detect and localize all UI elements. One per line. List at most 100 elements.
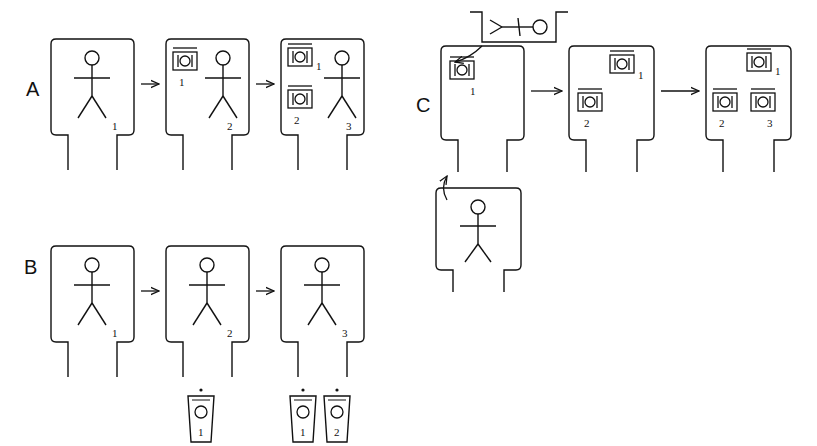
icon-side [468,64,469,76]
cup-circle [331,406,343,418]
room-border [166,246,249,377]
leg [207,303,221,325]
icon-frame [713,93,737,111]
icon-frame [751,93,775,111]
monitor-icon [578,89,602,111]
icon-side [292,93,293,105]
icon-side [769,96,770,108]
icon-frame [610,55,634,73]
icon-bar [713,88,737,89]
arms [74,77,110,78]
icon-bar [578,88,602,89]
room-outline [50,38,135,170]
icon-side [454,64,455,76]
arms [205,77,241,78]
icon-circle [295,52,305,62]
leg [223,96,237,118]
leg [78,303,92,325]
icon-bar [288,85,312,86]
icon-frame [747,53,771,71]
room-outline [440,45,525,172]
icon-side [191,55,192,67]
cup-border [188,396,214,442]
room-outline [50,245,135,377]
monitor-icon [450,57,474,79]
leg [328,96,342,118]
callout-number: 3 [342,327,348,339]
body [91,65,92,96]
room-border [281,246,364,377]
arms [304,284,340,285]
icon-side [292,51,293,63]
callout-number: 2 [227,327,233,339]
icon-frame [173,52,197,70]
panel-letter: C [416,94,430,116]
icon-circle [720,97,730,107]
leg [322,303,336,325]
room-cell: 1 [50,245,135,377]
icon-circle [758,97,768,107]
icon-side [751,56,752,68]
monitor-icon [173,48,197,70]
room-outline [165,38,250,170]
head [335,51,349,65]
stick-figure [74,258,110,325]
icon-side [628,58,629,70]
room-border [569,46,654,172]
dot [301,388,304,391]
body [321,272,322,303]
body [206,272,207,303]
icon-frame [450,61,474,79]
leg [92,96,106,118]
cup-container: 2 [322,388,352,444]
room-cell: 123 [705,45,792,172]
icon-side [306,51,307,63]
panel-letter: A [26,78,39,100]
room-cell: 2 [165,245,250,377]
room-outline [165,245,250,377]
callout-number: 1 [638,69,644,81]
icon-frame [288,48,312,66]
flow-arrow [531,90,562,91]
room-outline [280,38,365,170]
cup-container: 1 [288,388,318,444]
icon-side [755,96,756,108]
leg [78,96,92,118]
monitor-icon [751,89,775,111]
callout-number: 2 [227,120,233,132]
callout-number: 1 [300,426,306,438]
callout-number: 1 [112,120,118,132]
flow-arrow [256,83,274,84]
flow-arrow [661,90,699,91]
head [315,258,329,272]
panel-letter: B [24,256,37,278]
body [91,272,92,303]
flow-arrow [256,290,274,291]
icon-bar [450,56,474,57]
room-border [281,39,364,170]
room-outline [280,245,365,377]
room-cell: 3 [280,245,365,377]
room-border [51,39,134,170]
stick-figure [205,51,241,118]
icon-side [582,96,583,108]
icon-frame [288,90,312,108]
room-cell: 1 [50,38,135,170]
callout-number: 1 [470,85,476,97]
callout-number: 3 [346,120,352,132]
stick-figure [74,51,110,118]
leg [209,96,223,118]
monitor-icon [288,44,312,66]
flow-arrow [141,290,159,291]
icon-circle [457,65,467,75]
body [222,65,223,96]
cup-rim [294,400,312,401]
room-cell: 123 [280,38,365,170]
room-border [441,46,524,172]
callout-number: 2 [334,426,340,438]
flow-arrow [455,46,482,62]
icon-frame [578,93,602,111]
room-outline [705,45,792,172]
